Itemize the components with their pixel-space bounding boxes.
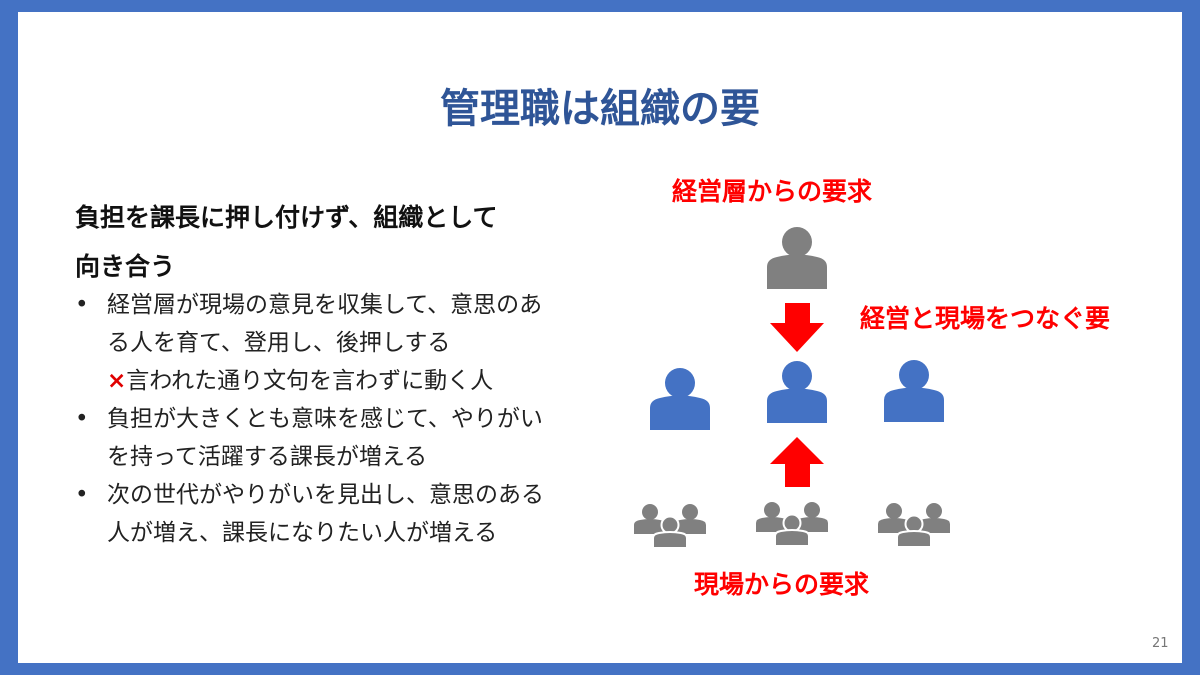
- bottom-label: 現場からの要求: [694, 570, 870, 599]
- bullet-text: 経営層が現場の意見を収集して、意思のあ る人を育て、登用し、後押しする: [107, 292, 543, 356]
- arrow-down-icon: [770, 303, 824, 352]
- negative-example: ×言われた通り文句を言わずに動く人: [107, 362, 647, 400]
- top-label: 経営層からの要求: [672, 177, 873, 206]
- page-number: 21: [1152, 636, 1169, 651]
- bullet-text: 次の世代がやりがいを見出し、意思のある 人が増え、課長になりたい人が増える: [107, 482, 544, 546]
- executive-person-icon: [767, 227, 827, 289]
- heading-line-2: 向き合う: [75, 252, 176, 281]
- manager-person-icon: [767, 361, 827, 423]
- staff-group-icon: [878, 503, 950, 547]
- bullet-text: 負担が大きくとも意味を感じて、やりがい を持って活躍する課長が増える: [107, 406, 543, 470]
- manager-person-icon: [884, 360, 944, 422]
- middle-label: 経営と現場をつなぐ要: [860, 304, 1111, 333]
- bullet-dot: •: [75, 292, 89, 318]
- staff-group-icon: [756, 502, 828, 546]
- bullet-item: • 負担が大きくとも意味を感じて、やりがい を持って活躍する課長が増える: [75, 400, 615, 476]
- heading-line-1: 負担を課長に押し付けず、組織として: [75, 203, 498, 232]
- bullet-dot: •: [75, 406, 89, 432]
- cross-icon: ×: [107, 368, 127, 394]
- manager-person-icon: [650, 368, 710, 430]
- slide-title: 管理職は組織の要: [440, 86, 760, 132]
- slide: [18, 12, 1182, 663]
- negative-text: 言われた通り文句を言わずに動く人: [126, 368, 494, 394]
- arrow-up-icon: [770, 437, 824, 487]
- bullet-dot: •: [75, 482, 89, 508]
- bullet-item: • 次の世代がやりがいを見出し、意思のある 人が増え、課長になりたい人が増える: [75, 476, 615, 552]
- staff-group-icon: [634, 504, 706, 548]
- bullet-item: • 経営層が現場の意見を収集して、意思のあ る人を育て、登用し、後押しする: [75, 286, 615, 362]
